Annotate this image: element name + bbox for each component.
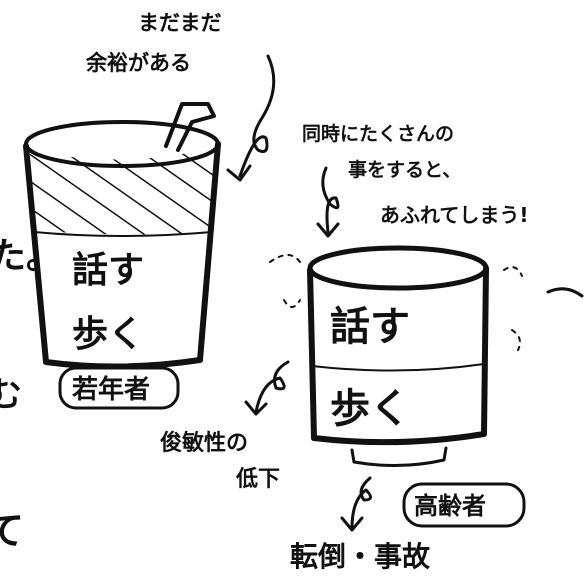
edge-fragment-3: て (0, 509, 24, 553)
young-caption-box (58, 366, 180, 410)
elderly-note-arrow (321, 166, 340, 234)
overflow-splash-right (546, 287, 584, 298)
straw-icon (164, 102, 216, 152)
edge-fragment-2: む (0, 375, 22, 415)
elderly-note-arrow-head (316, 222, 340, 238)
young-label-talk: 話す (72, 250, 144, 291)
accident-text: 転倒・事故 (290, 540, 430, 573)
overflow-splash (269, 254, 523, 351)
elderly-caption-box (402, 482, 526, 528)
elderly-note-line1: 同時にたくさんの (302, 123, 454, 145)
elderly-caption: 高齢者 (414, 492, 486, 520)
agility-arrow (254, 360, 290, 414)
young-note-line1: まだまだ (138, 11, 222, 35)
young-note-arrow-head (226, 164, 252, 182)
elderly-label-walk: 歩く (330, 386, 410, 432)
agility-arrow-head (244, 400, 268, 416)
young-cup-liquid-line (33, 231, 213, 237)
elderly-note-line2: 事をすると、 (348, 158, 461, 181)
young-caption: 若年者 (72, 374, 150, 405)
young-cup-body (23, 141, 221, 370)
elderly-label-talk: 話す (330, 304, 410, 350)
agility-line1: 俊敏性の (160, 430, 248, 456)
accident-arrow-head (340, 516, 364, 532)
young-cup (23, 102, 221, 370)
elderly-note-line3: あふれてしまう! (380, 203, 529, 227)
young-note-arrow (238, 54, 276, 178)
agility-line2: 低下 (235, 467, 280, 492)
accident-arrow (350, 476, 372, 530)
young-label-walk: 歩く (72, 314, 144, 355)
young-cup-hatched-space (30, 148, 214, 235)
elderly-cup-rim (307, 245, 489, 291)
edge-fragment-1: た。 (0, 236, 62, 277)
elderly-cup (269, 245, 584, 468)
young-note-line2: 余裕がある (85, 51, 191, 75)
elderly-cup-base (350, 446, 448, 468)
elderly-cup-body (307, 265, 489, 446)
elderly-cup-liquid-line (311, 363, 485, 372)
